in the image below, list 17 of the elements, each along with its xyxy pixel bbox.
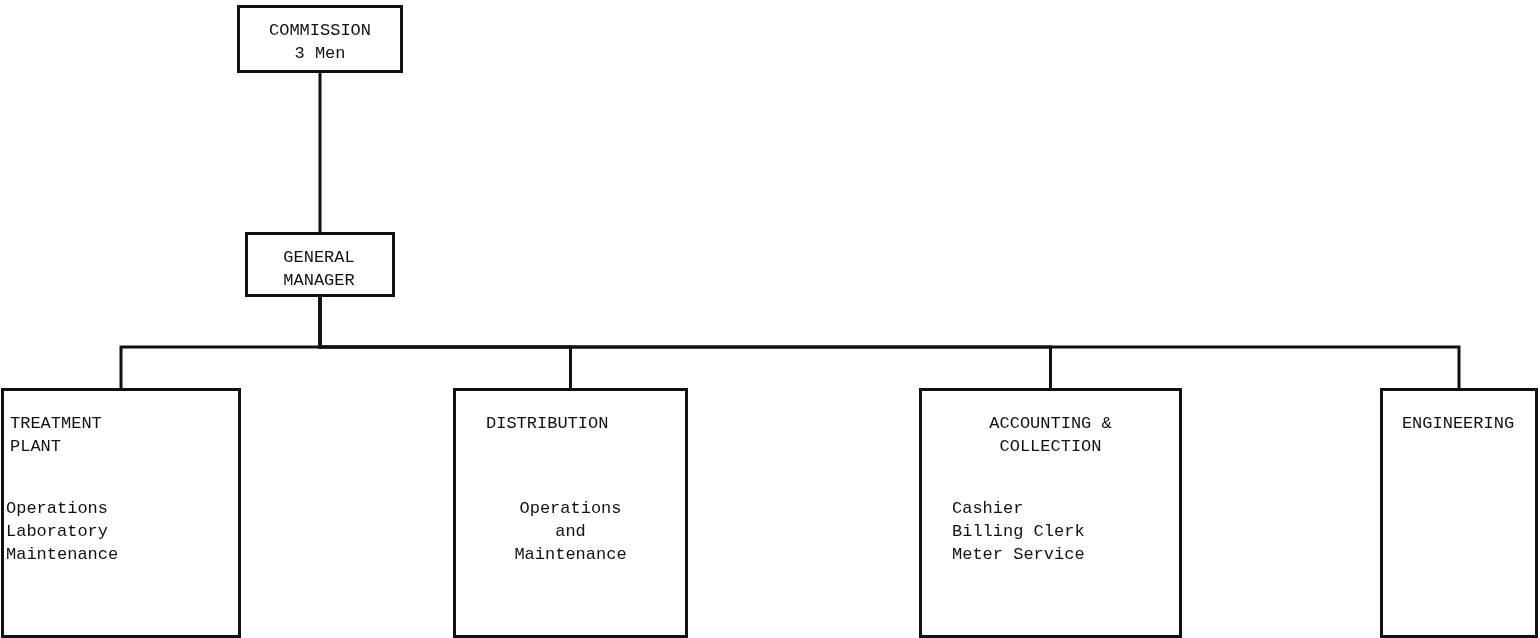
unit-duties: Operations and Maintenance — [514, 498, 627, 566]
org-box — [237, 5, 403, 73]
org-box — [1380, 388, 1538, 638]
unit-title: COMMISSION 3 Men — [269, 20, 371, 65]
unit-title: GENERAL MANAGER — [282, 247, 356, 292]
connector-line — [318, 297, 1461, 388]
unit-title: ACCOUNTING & COLLECTION — [989, 413, 1112, 458]
unit-duties: Cashier Billing Clerk Meter Service — [952, 498, 1085, 566]
unit-title: TREATMENT PLANT — [10, 413, 103, 458]
org-box — [1, 388, 241, 638]
org-box — [453, 388, 688, 638]
unit-duties: Operations Laboratory Maintenance — [6, 498, 119, 566]
org-box — [919, 388, 1182, 638]
connector-line — [318, 73, 322, 232]
unit-title: DISTRIBUTION — [486, 413, 610, 435]
org-box — [245, 232, 395, 297]
unit-title: ENGINEERING — [1400, 413, 1516, 435]
